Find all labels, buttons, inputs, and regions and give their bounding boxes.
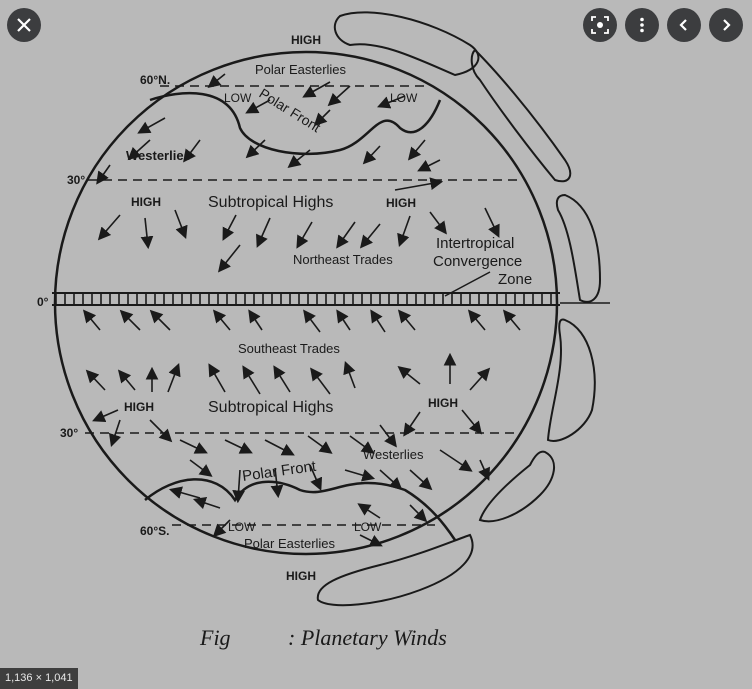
chevron-left-icon (679, 19, 687, 31)
chevron-right-icon (723, 19, 731, 31)
close-button[interactable] (7, 8, 41, 42)
polar-front-north (149, 91, 442, 156)
equator-band (52, 292, 560, 306)
visual-search-icon (591, 16, 609, 34)
close-icon (17, 18, 31, 32)
more-options-button[interactable] (625, 8, 659, 42)
polar-front-south (144, 478, 457, 541)
visual-search-button[interactable] (583, 8, 617, 42)
wind-arrows (82, 73, 521, 547)
next-image-button[interactable] (709, 8, 743, 42)
more-vert-icon (640, 17, 644, 33)
earth-circle (53, 50, 559, 556)
circulation-cells (316, 11, 602, 607)
image-dimensions-label: 1,136 × 1,041 (0, 668, 78, 689)
previous-image-button[interactable] (667, 8, 701, 42)
